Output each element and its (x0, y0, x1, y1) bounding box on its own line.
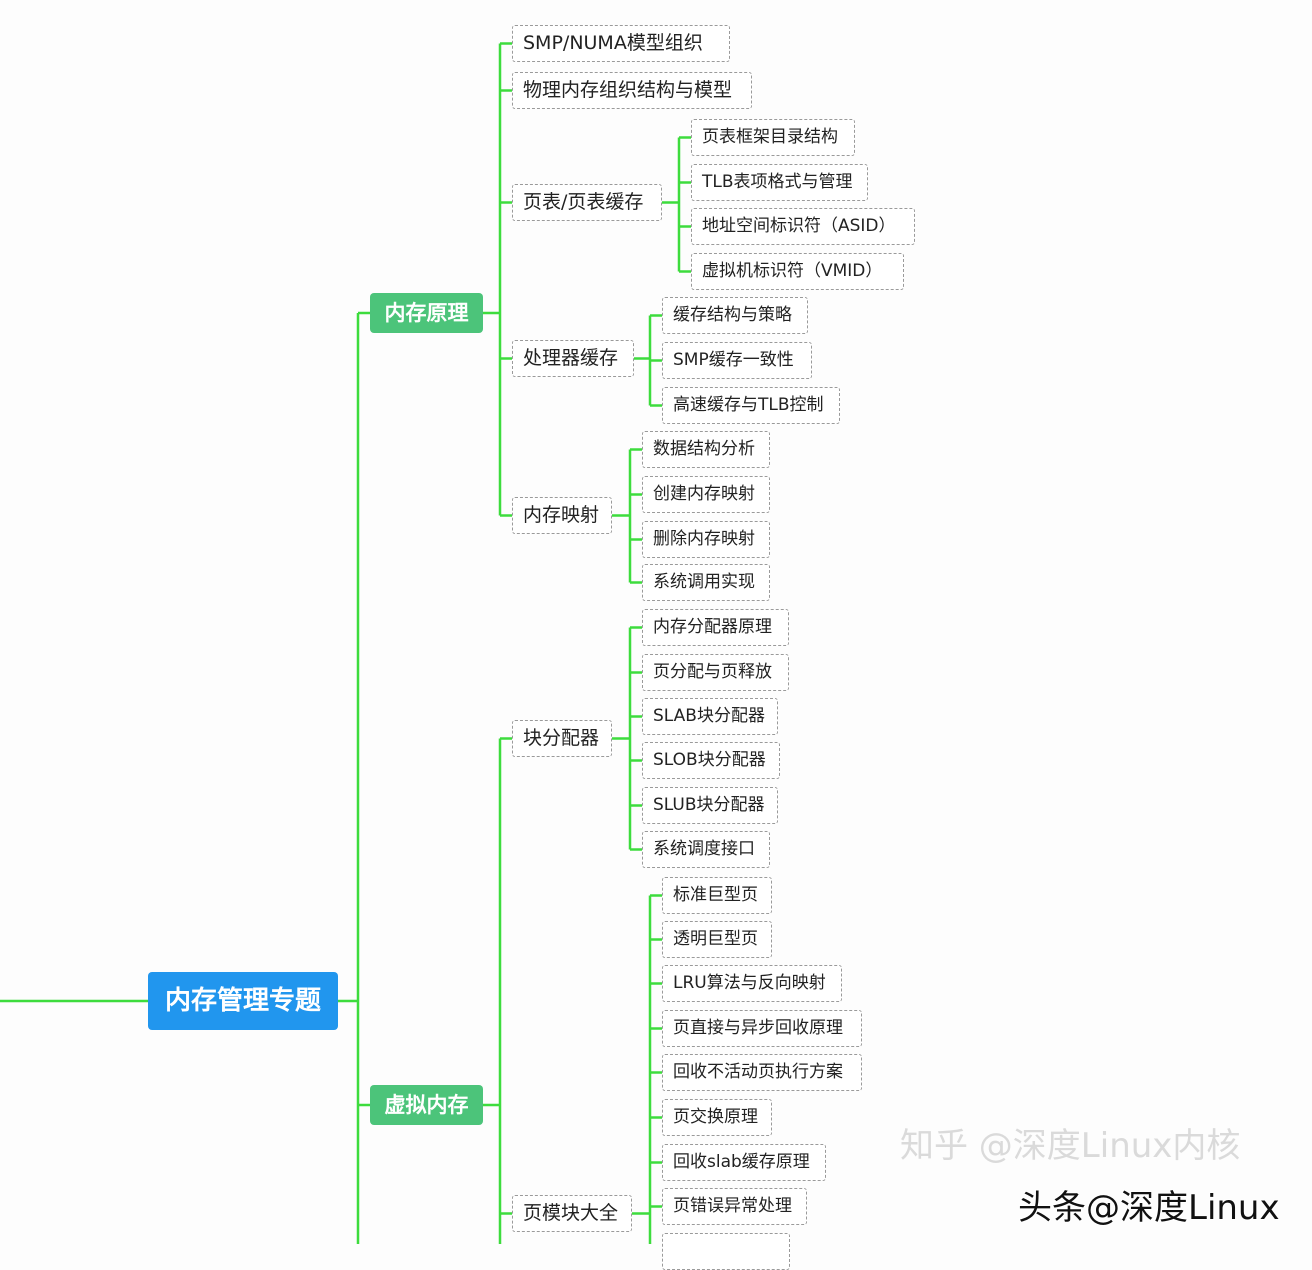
topic-node[interactable]: SMP/NUMA模型组织 (512, 25, 730, 62)
watermark-zhihu: 知乎 @深度Linux内核 (900, 1126, 1241, 1166)
topic-node[interactable]: 创建内存映射 (642, 476, 770, 513)
topic-node[interactable] (662, 1233, 790, 1270)
watermark-toutiao: 头条@深度Linux (1018, 1188, 1280, 1228)
topic-node[interactable]: SLUB块分配器 (642, 787, 778, 824)
topic-node[interactable]: SLOB块分配器 (642, 742, 780, 779)
topic-node[interactable]: 页表/页表缓存 (512, 184, 662, 221)
topic-node[interactable]: SMP缓存一致性 (662, 342, 812, 379)
connector-lines (0, 42, 691, 1244)
topic-node[interactable]: 页分配与页释放 (642, 654, 789, 691)
topic-node[interactable]: 系统调用实现 (642, 564, 770, 601)
topic-node[interactable]: LRU算法与反向映射 (662, 965, 842, 1002)
topic-node[interactable]: 回收不活动页执行方案 (662, 1054, 862, 1091)
root-topic[interactable]: 内存管理专题 (148, 972, 338, 1030)
topic-node[interactable]: TLB表项格式与管理 (691, 164, 868, 201)
topic-node[interactable]: 地址空间标识符（ASID） (691, 208, 915, 245)
topic-node[interactable]: 页交换原理 (662, 1099, 772, 1136)
topic-node[interactable]: 处理器缓存 (512, 340, 634, 377)
topic-node[interactable]: 虚拟内存 (370, 1085, 483, 1125)
topic-node[interactable]: 内存映射 (512, 497, 612, 534)
topic-node[interactable]: 页表框架目录结构 (691, 119, 855, 156)
topic-node[interactable]: 虚拟机标识符（VMID） (691, 253, 904, 290)
topic-node[interactable]: 物理内存组织结构与模型 (512, 72, 752, 109)
topic-node[interactable]: 块分配器 (512, 720, 612, 757)
topic-node[interactable]: 标准巨型页 (662, 877, 772, 914)
topic-node[interactable]: SLAB块分配器 (642, 698, 778, 735)
topic-node[interactable]: 系统调度接口 (642, 831, 770, 868)
topic-node[interactable]: 页直接与异步回收原理 (662, 1010, 862, 1047)
topic-node[interactable]: 页错误异常处理 (662, 1188, 807, 1225)
topic-node[interactable]: 页模块大全 (512, 1195, 632, 1232)
topic-node[interactable]: 回收slab缓存原理 (662, 1144, 826, 1181)
topic-node[interactable]: 删除内存映射 (642, 521, 770, 558)
topic-node[interactable]: 数据结构分析 (642, 431, 770, 468)
topic-node[interactable]: 透明巨型页 (662, 921, 772, 958)
topic-node[interactable]: 高速缓存与TLB控制 (662, 387, 840, 424)
topic-node[interactable]: 缓存结构与策略 (662, 297, 808, 334)
topic-node[interactable]: 内存分配器原理 (642, 609, 789, 646)
topic-node[interactable]: 内存原理 (370, 293, 483, 333)
